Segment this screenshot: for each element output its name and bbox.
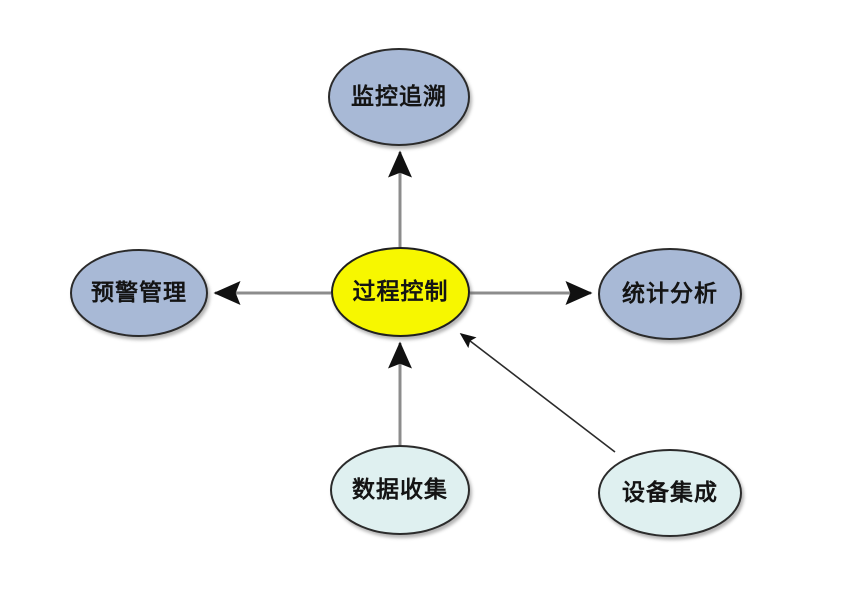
edge-device-to-core [459, 333, 616, 453]
node-label: 统计分析 [622, 280, 718, 307]
node-statistical-analysis[interactable]: 统计分析 [598, 248, 742, 340]
node-alert-management[interactable]: 预警管理 [70, 249, 208, 337]
node-label: 预警管理 [91, 279, 187, 306]
node-process-control[interactable]: 过程控制 [331, 247, 470, 337]
node-label: 监控追溯 [351, 83, 447, 110]
node-data-collection[interactable]: 数据收集 [330, 445, 470, 535]
node-monitor-trace[interactable]: 监控追溯 [328, 48, 470, 146]
node-label: 数据收集 [352, 476, 448, 503]
node-device-integration[interactable]: 设备集成 [598, 449, 742, 537]
node-label: 过程控制 [352, 278, 449, 305]
node-label: 设备集成 [622, 479, 718, 506]
